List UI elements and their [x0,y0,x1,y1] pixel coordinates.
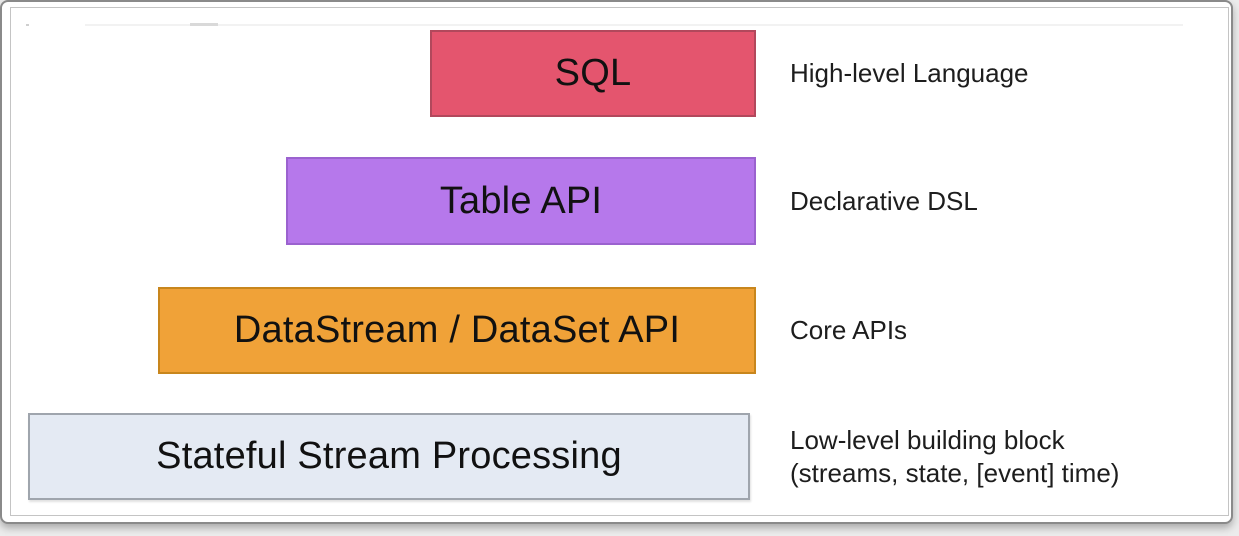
layer-box-label-table-api: Table API [439,179,603,222]
layer-box-label-sql: SQL [554,52,632,94]
layer-box-table-api: Table API [286,157,756,245]
side-label-line: High-level Language [790,58,1029,88]
side-label-line: (streams, state, [event] time) [790,457,1120,488]
layer-box-label-datastream-dataset-api: DataStream / DataSet API [233,309,681,351]
layer-box-label-stateful-stream-processing: Stateful Stream Processing [156,435,622,477]
side-label-low-level-building-block: Low-level building block (streams, state… [790,413,1119,500]
side-label-declarative-dsl: Declarative DSL [790,157,978,245]
faint-divider-segment [190,23,218,26]
layer-box-stateful-stream-processing: Stateful Stream Processing [28,413,750,500]
side-label-line: Low-level building block [790,424,1065,455]
faint-divider-line [85,24,1183,26]
layer-box-datastream-dataset-api: DataStream / DataSet API [158,287,756,374]
faint-speck [26,24,29,26]
layer-box-sql: SQL [430,30,756,117]
side-label-line: Declarative DSL [790,185,978,216]
side-label-high-level-language: High-level Language [790,30,1029,117]
side-label-line: Core APIs [790,315,908,345]
side-label-core-apis: Core APIs [790,287,907,374]
